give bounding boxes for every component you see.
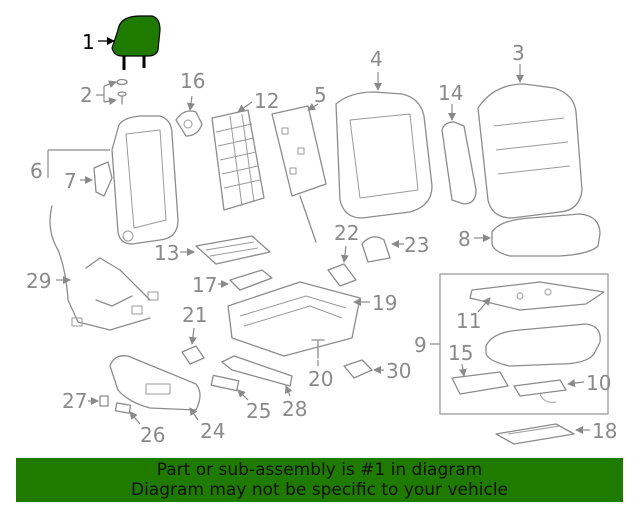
knob-part	[114, 402, 132, 414]
motor-part	[181, 345, 205, 365]
cushion-cover-part	[491, 213, 601, 257]
bolt-part	[311, 339, 325, 359]
leader-26	[129, 411, 141, 425]
callout-29: 29	[26, 269, 51, 293]
seatback-frame-part	[111, 115, 179, 245]
callout-22: 22	[334, 221, 359, 245]
inner-shield-part	[221, 355, 293, 387]
callout-6: 6	[30, 159, 43, 183]
leader-28	[284, 385, 293, 397]
mat-sensor-part	[451, 371, 509, 395]
notice-line-1: Part or sub-assembly is #1 in diagram	[156, 460, 483, 480]
leader-10	[567, 379, 585, 388]
callout-8: 8	[458, 227, 471, 251]
callout-24: 24	[200, 419, 225, 443]
heater-element-part	[513, 379, 567, 403]
cap-part	[99, 395, 109, 407]
headrest-part[interactable]	[111, 15, 161, 70]
leader-25	[237, 389, 249, 401]
cushion-pad-part	[485, 323, 601, 367]
callout-30: 30	[386, 359, 411, 383]
callout-9: 9	[414, 333, 427, 357]
leader-5	[307, 102, 319, 111]
callout-12: 12	[254, 89, 279, 113]
leader-22	[340, 245, 349, 263]
callout-25: 25	[246, 399, 271, 423]
callout-19: 19	[372, 291, 397, 315]
callout-23: 23	[404, 233, 429, 257]
callout-26: 26	[140, 423, 165, 447]
callout-21: 21	[182, 303, 207, 327]
headrest-guide-part	[116, 78, 128, 105]
callout-27: 27	[62, 389, 87, 413]
callout-3: 3	[512, 41, 525, 65]
leader-21	[188, 327, 197, 345]
callout-20: 20	[308, 367, 333, 391]
callout-4: 4	[370, 47, 383, 71]
callout-14: 14	[438, 81, 463, 105]
clip-part-22	[327, 263, 357, 287]
callout-28: 28	[282, 397, 307, 421]
seatback-cover-part	[477, 83, 583, 219]
lumbar-support-part	[195, 235, 271, 265]
leader-24	[189, 407, 199, 421]
heater-pad-part	[495, 423, 575, 445]
bracket-part	[229, 269, 273, 291]
leader-12	[237, 101, 253, 113]
callout-1: 1	[82, 30, 95, 54]
side-bolster-part	[441, 121, 477, 205]
recliner-cover-part	[93, 161, 113, 197]
seatback-pad-part	[335, 91, 433, 219]
seat-adjuster-part	[227, 281, 361, 357]
lumbar-panel-part	[271, 105, 327, 243]
diagram-notice-banner: Part or sub-assembly is #1 in diagram Di…	[16, 458, 623, 502]
cushion-frame-part	[469, 281, 605, 311]
callout-15: 15	[448, 341, 473, 365]
callout-18: 18	[592, 419, 617, 443]
callout-2: 2	[80, 83, 93, 107]
module-part	[343, 359, 373, 379]
leader-11	[477, 297, 491, 313]
leader-15	[458, 363, 467, 377]
wire-harness-part	[49, 205, 159, 331]
callout-17: 17	[192, 273, 217, 297]
leader-16	[187, 95, 195, 111]
callout-16: 16	[180, 69, 205, 93]
notice-line-2: Diagram may not be specific to your vehi…	[130, 480, 508, 500]
callout-11: 11	[456, 309, 481, 333]
callout-7: 7	[64, 169, 77, 193]
callout-5: 5	[314, 83, 327, 107]
spring-mat-part	[211, 109, 265, 211]
actuator-part	[175, 110, 203, 137]
bracket-part-23	[361, 236, 391, 263]
callout-13: 13	[154, 241, 179, 265]
switch-part	[210, 374, 240, 392]
side-shield-part	[109, 355, 201, 411]
callout-10: 10	[586, 371, 611, 395]
